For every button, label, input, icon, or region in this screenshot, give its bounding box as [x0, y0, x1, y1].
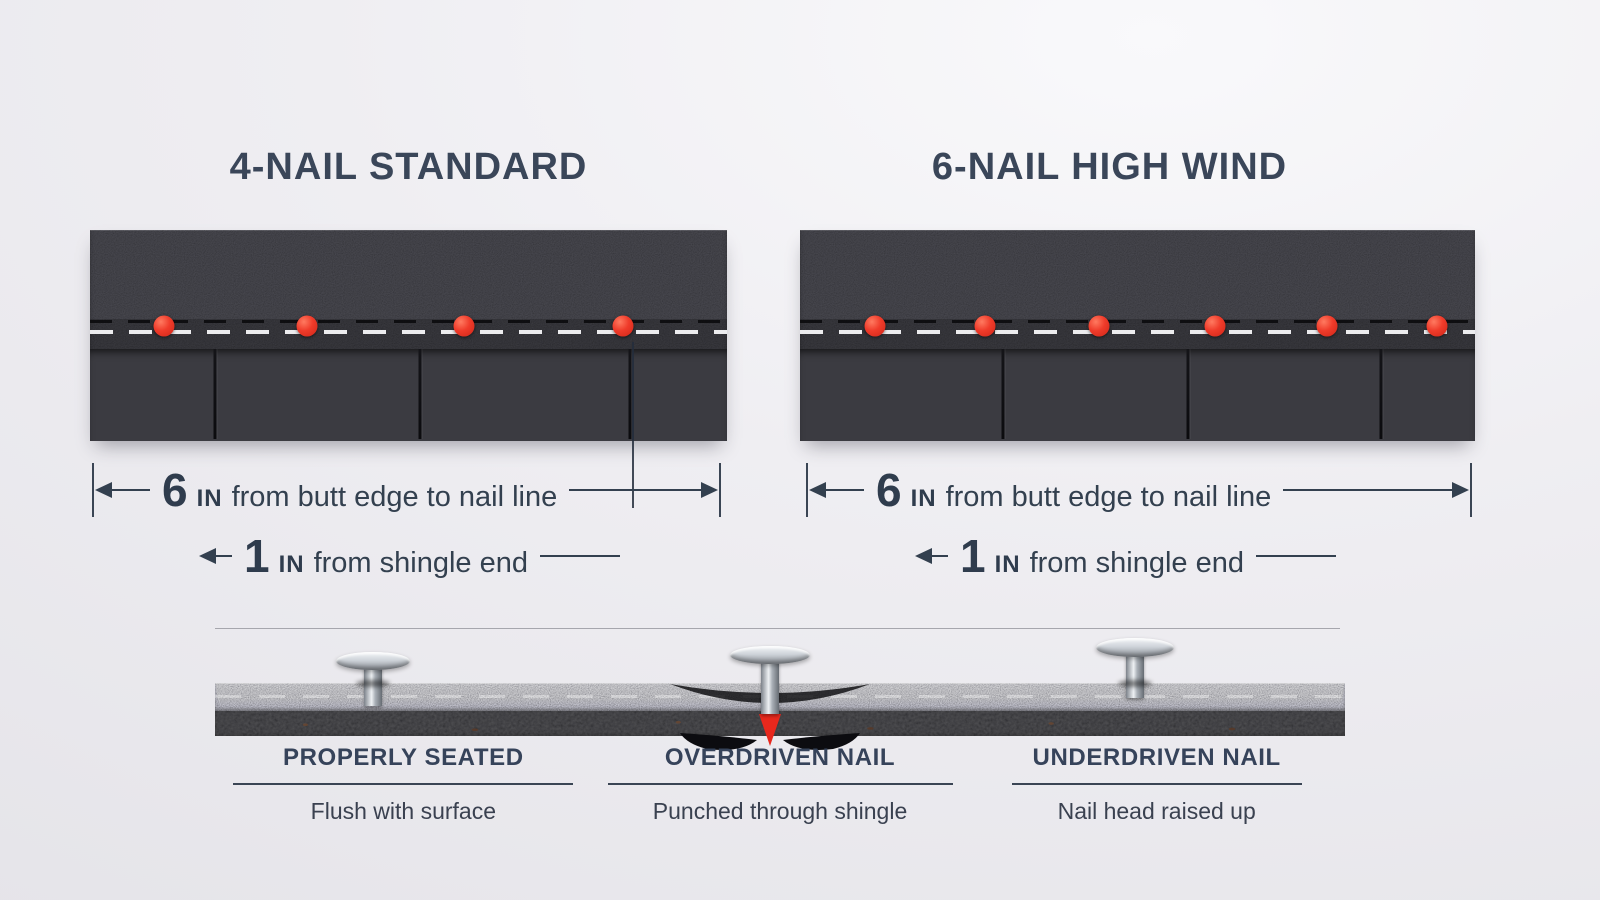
legend-overdriven: OVERDRIVEN NAIL Punched through shingle	[592, 744, 969, 825]
title-4-nail-standard: 4-NAIL STANDARD	[229, 146, 588, 188]
arrow-left-icon	[95, 482, 112, 498]
nail-marker	[612, 315, 634, 337]
dimension-shingle-end-left: 1 IN from shingle end	[196, 531, 620, 581]
dimension-line	[112, 489, 150, 491]
nail-marker	[453, 315, 475, 337]
dimension-text: from butt edge to nail line	[231, 480, 558, 513]
overdriven-arrow-icon	[759, 714, 781, 746]
dimension-tick	[92, 463, 94, 517]
nail-marker	[1088, 315, 1110, 337]
title-6-nail-high-wind: 6-NAIL HIGH WIND	[931, 146, 1288, 188]
legend-caption: Flush with surface	[310, 798, 497, 824]
tab-slit	[418, 349, 422, 439]
nail-marker	[864, 315, 886, 337]
shingle-tab-area	[800, 349, 1475, 441]
nail-entry-shadow	[356, 680, 390, 687]
arrow-right-icon	[1452, 482, 1469, 498]
dimension-value: 1	[960, 529, 986, 582]
legend-caption: Punched through shingle	[652, 798, 908, 824]
dimension-line	[932, 555, 948, 557]
nail-entry-shadow	[1118, 680, 1152, 687]
dimension-butt-edge-left: 6 IN from butt edge to nail line	[92, 463, 721, 517]
nail-marker	[1426, 315, 1448, 337]
nail-marker	[153, 315, 175, 337]
legend-title: OVERDRIVEN NAIL	[664, 744, 896, 771]
dimension-unit: IN	[910, 484, 937, 512]
dimension-text: from shingle end	[313, 546, 528, 579]
section-divider-line	[215, 628, 1340, 629]
nail-line-white-dashes	[800, 330, 1475, 334]
dimension-tick	[719, 463, 721, 517]
dimension-tick	[806, 463, 808, 517]
nail-shank	[364, 660, 382, 706]
nail-line-white-dashes	[90, 330, 727, 334]
nail-marker	[974, 315, 996, 337]
nail-head	[336, 652, 410, 670]
dimension-unit: IN	[278, 550, 305, 578]
nail-marker	[1316, 315, 1338, 337]
tab-slit	[1001, 349, 1004, 439]
nail-line-dark-dashes	[90, 319, 727, 323]
cross-section-legend: PROPERLY SEATED Flush with surface OVERD…	[215, 744, 1345, 825]
tab-slit	[1379, 349, 1382, 439]
tab-slit	[1186, 349, 1190, 439]
legend-underdriven: UNDERDRIVEN NAIL Nail head raised up	[968, 744, 1345, 825]
nail-marker	[296, 315, 318, 337]
legend-title: UNDERDRIVEN NAIL	[1032, 744, 1281, 771]
nail-line-dark-dashes	[800, 319, 1475, 323]
dimension-connector-line	[632, 342, 634, 508]
shingle-4-nail	[90, 230, 727, 441]
dimension-value: 1	[244, 529, 270, 582]
arrow-left-icon	[809, 482, 826, 498]
torn-flap-left	[680, 733, 757, 750]
dimension-text: from butt edge to nail line	[945, 480, 1272, 513]
legend-properly-seated: PROPERLY SEATED Flush with surface	[215, 744, 592, 825]
dimension-line	[1283, 489, 1452, 491]
tab-slit	[628, 349, 632, 439]
dimension-line	[826, 489, 864, 491]
nail-head	[1096, 638, 1174, 657]
dimension-label: 1 IN from shingle end	[232, 533, 540, 580]
shingle-6-nail	[800, 230, 1475, 441]
nail-shank	[761, 656, 779, 714]
nail-head	[730, 646, 810, 664]
dimension-label: 6 IN from butt edge to nail line	[864, 467, 1283, 514]
legend-caption: Nail head raised up	[1057, 798, 1256, 824]
shingle-tab-area	[90, 349, 727, 441]
dimension-line	[1256, 555, 1336, 557]
dimension-label: 6 IN from butt edge to nail line	[150, 467, 569, 514]
dimension-shingle-end-right: 1 IN from shingle end	[912, 531, 1336, 581]
legend-underline	[1011, 783, 1302, 785]
dimension-unit: IN	[196, 484, 223, 512]
nail-shank	[1126, 648, 1144, 698]
dimension-text: from shingle end	[1029, 546, 1244, 579]
dimension-tick	[1470, 463, 1472, 517]
arrow-left-icon	[915, 548, 932, 564]
dimension-label: 1 IN from shingle end	[948, 533, 1256, 580]
dimension-line	[540, 555, 620, 557]
arrow-left-icon	[199, 548, 216, 564]
legend-underline	[233, 783, 574, 785]
dimension-value: 6	[876, 463, 902, 516]
dimension-unit: IN	[994, 550, 1021, 578]
dimension-value: 6	[162, 463, 188, 516]
dimension-line	[569, 489, 701, 491]
nail-marker	[1204, 315, 1226, 337]
torn-flap-right	[783, 733, 860, 750]
legend-title: PROPERLY SEATED	[283, 744, 524, 771]
dimension-line	[216, 555, 232, 557]
dimension-butt-edge-right: 6 IN from butt edge to nail line	[806, 463, 1472, 517]
arrow-right-icon	[701, 482, 718, 498]
tab-slit	[213, 349, 217, 439]
legend-underline	[607, 783, 953, 785]
